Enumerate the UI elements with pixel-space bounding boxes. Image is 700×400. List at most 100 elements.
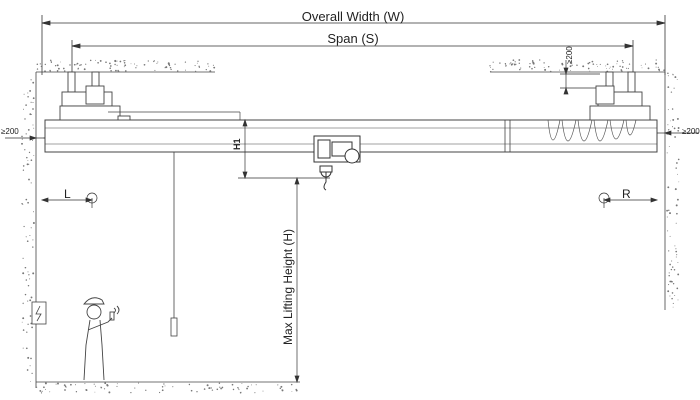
hatch-dot <box>534 66 536 69</box>
hatch-dot <box>676 117 679 120</box>
hatch-dot <box>625 67 628 69</box>
h1-label: H1 <box>232 138 242 150</box>
hatch-dot <box>130 63 132 65</box>
hatch-dot <box>28 274 30 276</box>
hatch-dot <box>499 62 501 64</box>
hatch-dot <box>677 129 680 132</box>
hatch-dot <box>172 386 174 388</box>
hatch-dot <box>658 68 660 71</box>
hatch-dot <box>32 81 35 84</box>
hatch-dot <box>103 388 106 390</box>
hatch-dot <box>63 384 66 386</box>
hatch-dot <box>221 386 224 389</box>
hatch-dot <box>238 388 240 390</box>
hatch-dot <box>676 78 678 80</box>
hatch-dot <box>31 372 33 375</box>
hatch-dot <box>95 59 96 61</box>
hatch-dot <box>123 62 126 64</box>
hatch-dot <box>79 64 81 67</box>
hatch-dot <box>57 382 59 385</box>
hatch-dot <box>27 271 29 273</box>
hatch-dot <box>104 382 107 385</box>
hatch-dot <box>28 178 30 181</box>
hatch-dot <box>207 63 209 65</box>
hatch-dot <box>44 70 46 73</box>
hatch-dot <box>40 65 42 67</box>
hatch-dot <box>544 68 547 71</box>
hatch-dot <box>668 274 670 277</box>
hatch-dot <box>70 383 72 386</box>
hatch-dot <box>26 156 28 159</box>
hatch-dot <box>159 391 161 394</box>
span-dimension <box>71 40 634 75</box>
hatch-dot <box>677 158 680 161</box>
hatch-dot <box>514 61 516 63</box>
hatch-dot <box>109 67 111 69</box>
hatch-dot <box>137 382 140 384</box>
hatch-dot <box>85 388 87 391</box>
hatch-dot <box>670 91 673 93</box>
hatch-dot <box>489 70 492 73</box>
hatch-dot <box>670 268 673 271</box>
hatch-dot <box>666 152 668 154</box>
hatch-dot <box>251 384 252 386</box>
hatch-dot <box>510 62 512 64</box>
hatch-dot <box>27 92 29 94</box>
hatch-dot <box>671 260 673 262</box>
left-end-carriage <box>59 71 241 121</box>
hatch-dot <box>36 63 39 66</box>
hatch-dot <box>93 383 95 385</box>
hatch-dot <box>205 68 207 71</box>
hatch-dot <box>621 60 624 62</box>
hatch-dot <box>208 65 210 67</box>
hatch-dot <box>185 69 186 71</box>
hatch-dot <box>64 389 66 391</box>
hatch-dot <box>664 59 666 61</box>
hatch-dot <box>30 227 32 229</box>
hatch-dot <box>673 87 675 89</box>
hatch-dot <box>75 391 78 393</box>
left-hook-limit-dimension <box>40 192 98 208</box>
hatch-dot <box>22 272 25 275</box>
electrical-box <box>31 301 47 325</box>
hatch-dot <box>174 63 176 65</box>
hatch-dot <box>116 383 118 385</box>
hatch-dot <box>147 60 149 62</box>
hatch-dot <box>673 268 676 271</box>
hatch-dot <box>51 62 52 63</box>
hatch-dot <box>84 383 86 385</box>
hatch-dot <box>675 250 678 253</box>
hatch-dot <box>667 129 670 131</box>
hatch-dot <box>667 86 670 88</box>
hatch-dot <box>170 68 172 71</box>
hatch-dot <box>220 387 222 390</box>
hatch-dot <box>596 64 598 66</box>
hatch-dot <box>134 63 135 65</box>
hatch-dot <box>209 70 212 73</box>
hatch-dot <box>57 67 60 70</box>
hatch-dot <box>279 387 282 390</box>
hatch-dot <box>549 70 552 73</box>
hatch-dot <box>29 315 32 317</box>
hatch-dot <box>490 66 492 68</box>
hatch-dot <box>135 67 137 69</box>
hatch-dot <box>94 391 96 393</box>
hatch-dot <box>218 382 221 384</box>
hatch-dot <box>597 66 598 67</box>
hatch-dot <box>674 136 676 138</box>
hatch-dot <box>528 66 531 68</box>
hatch-dot <box>25 236 27 238</box>
hatch-dot <box>65 386 67 388</box>
hatch-dot <box>667 186 670 189</box>
hatch-dot <box>668 250 670 252</box>
hatch-dot <box>592 63 595 65</box>
hatch-dot <box>77 68 79 70</box>
hatch-dot <box>124 70 127 72</box>
hatch-dot <box>116 60 118 62</box>
hatch-dot <box>25 279 28 281</box>
hatch-dot <box>22 302 24 304</box>
hatch-dot <box>676 162 678 164</box>
lifting-height-label: Max Lifting Height (H) <box>281 229 295 345</box>
hatch-dot <box>27 356 30 359</box>
hatch-dot <box>28 151 31 154</box>
